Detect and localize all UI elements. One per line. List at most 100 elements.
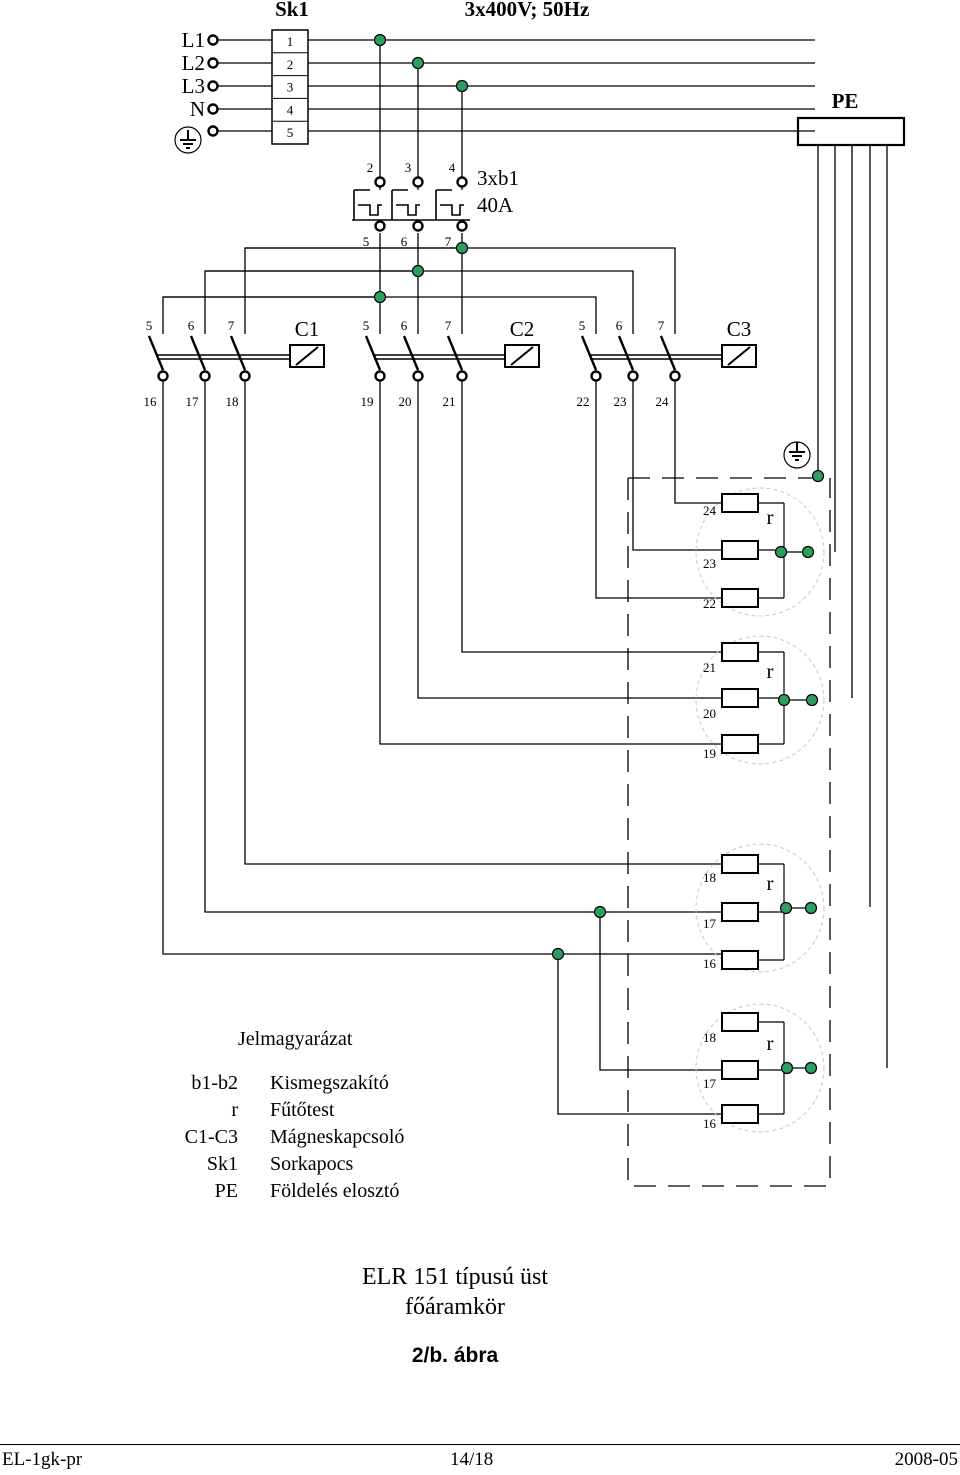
heater-group-outline [695, 1003, 825, 1133]
terminal-icon [207, 103, 219, 115]
terminal-icon [456, 220, 468, 232]
phase-label: L3 [182, 74, 205, 98]
figure-number: 2/b. ábra [411, 1344, 499, 1367]
heater-element-icon [721, 493, 759, 513]
phase-label: N [190, 97, 205, 121]
contactor-input-number: 6 [188, 318, 195, 333]
legend-abbr: r [231, 1099, 238, 1121]
breaker-element [435, 189, 464, 220]
junction-dot [455, 79, 469, 93]
junction-dot [551, 947, 565, 961]
terminal-number: 4 [287, 102, 294, 117]
phase-label: L2 [182, 51, 205, 75]
terminal-icon [207, 34, 219, 46]
footer-right: 2008-05 [894, 1449, 958, 1470]
junction-dot [411, 56, 425, 70]
junction-dot [373, 33, 387, 47]
legend-abbr: PE [214, 1180, 238, 1202]
caption-line1: ELR 151 típusú üst [361, 1264, 548, 1290]
terminal-icon [207, 125, 219, 137]
junction-dot [593, 905, 607, 919]
contactor-input-number: 7 [445, 318, 452, 333]
coil-slash [510, 346, 534, 366]
caption: ELR 151 típusú üst főáramkör [300, 1262, 610, 1322]
heater-label: r [767, 659, 774, 683]
heater-terminal-number: 17 [703, 1076, 717, 1091]
heater-element-icon [721, 642, 759, 662]
terminal-number: 3 [287, 80, 294, 95]
junction-dot [801, 545, 815, 559]
legend-desc: Mágneskapcsoló [270, 1126, 405, 1148]
contactor-input-number: 6 [401, 318, 408, 333]
terminal-icon [412, 176, 424, 188]
coil-slash [727, 346, 751, 366]
terminal-icon [374, 370, 386, 382]
junction-dot [777, 693, 791, 707]
terminal-icon [590, 370, 602, 382]
heater-group-outline [695, 843, 825, 973]
terminal-number: 5 [287, 125, 294, 140]
contactor-output-number: 19 [361, 394, 374, 409]
heater-terminal-number: 22 [703, 596, 716, 611]
contact-blade [617, 335, 635, 371]
junction-dot [779, 901, 793, 915]
heater-terminal-number: 19 [703, 746, 716, 761]
footer-page: 14/18 [450, 1449, 494, 1470]
legend-heading: Jelmagyarázat [238, 1028, 353, 1050]
contactor-output-number: 20 [399, 394, 412, 409]
heater-terminal-number: 16 [703, 956, 717, 971]
legend-desc: Földelés elosztó [270, 1180, 400, 1202]
caption-line2: főáramkör [405, 1294, 505, 1320]
contactor-output-number: 23 [614, 394, 627, 409]
junction-dot [811, 469, 825, 483]
contactor-input-number: 5 [363, 318, 370, 333]
phase-label: L1 [182, 28, 205, 52]
breaker-element [391, 189, 420, 220]
contact-blade [189, 335, 207, 371]
heater-element-icon [721, 1012, 759, 1032]
terminal-block-label: Sk1 [275, 0, 309, 21]
terminal-icon [157, 370, 169, 382]
heater-element-icon [721, 1104, 759, 1124]
junction-dot [455, 241, 469, 255]
contact-blade [364, 335, 382, 371]
heater-element-icon [721, 902, 759, 922]
terminal-icon [456, 176, 468, 188]
contactor-input-number: 7 [658, 318, 665, 333]
heater-element-icon [721, 950, 759, 970]
heater-label: r [767, 505, 774, 529]
junction-dot [804, 901, 818, 915]
contact-blade [402, 335, 420, 371]
heater-terminal-number: 18 [703, 870, 716, 885]
earth-icon [180, 130, 196, 149]
contactor-output-number: 21 [443, 394, 456, 409]
breaker-input-number: 3 [405, 160, 412, 175]
terminal-icon [669, 370, 681, 382]
breaker-output-number: 7 [445, 234, 452, 249]
contact-blade [147, 335, 165, 371]
breaker-output-number: 6 [401, 234, 408, 249]
breaker-output-number: 5 [363, 234, 370, 249]
contact-blade [446, 335, 464, 371]
contact-blade [659, 335, 677, 371]
junction-dot [411, 264, 425, 278]
terminal-number: 1 [287, 34, 294, 49]
breaker-input-number: 2 [367, 160, 374, 175]
heater-element-icon [721, 588, 759, 608]
terminal-icon [199, 370, 211, 382]
heater-label: r [767, 871, 774, 895]
heater-element-icon [721, 734, 759, 754]
terminal-block [271, 29, 309, 145]
contact-blade [580, 335, 598, 371]
terminal-icon [207, 57, 219, 69]
heater-element-icon [721, 540, 759, 560]
earth-icon [789, 442, 805, 461]
legend-abbr: b1-b2 [191, 1072, 238, 1094]
terminal-number: 2 [287, 57, 294, 72]
legend-desc: Fűtőtest [270, 1099, 335, 1121]
heater-element-icon [721, 688, 759, 708]
page-footer: EL-1gk-pr 14/18 2008-05 [0, 1444, 960, 1475]
heater-terminal-number: 18 [703, 1030, 716, 1045]
contactor-output-number: 17 [186, 394, 200, 409]
